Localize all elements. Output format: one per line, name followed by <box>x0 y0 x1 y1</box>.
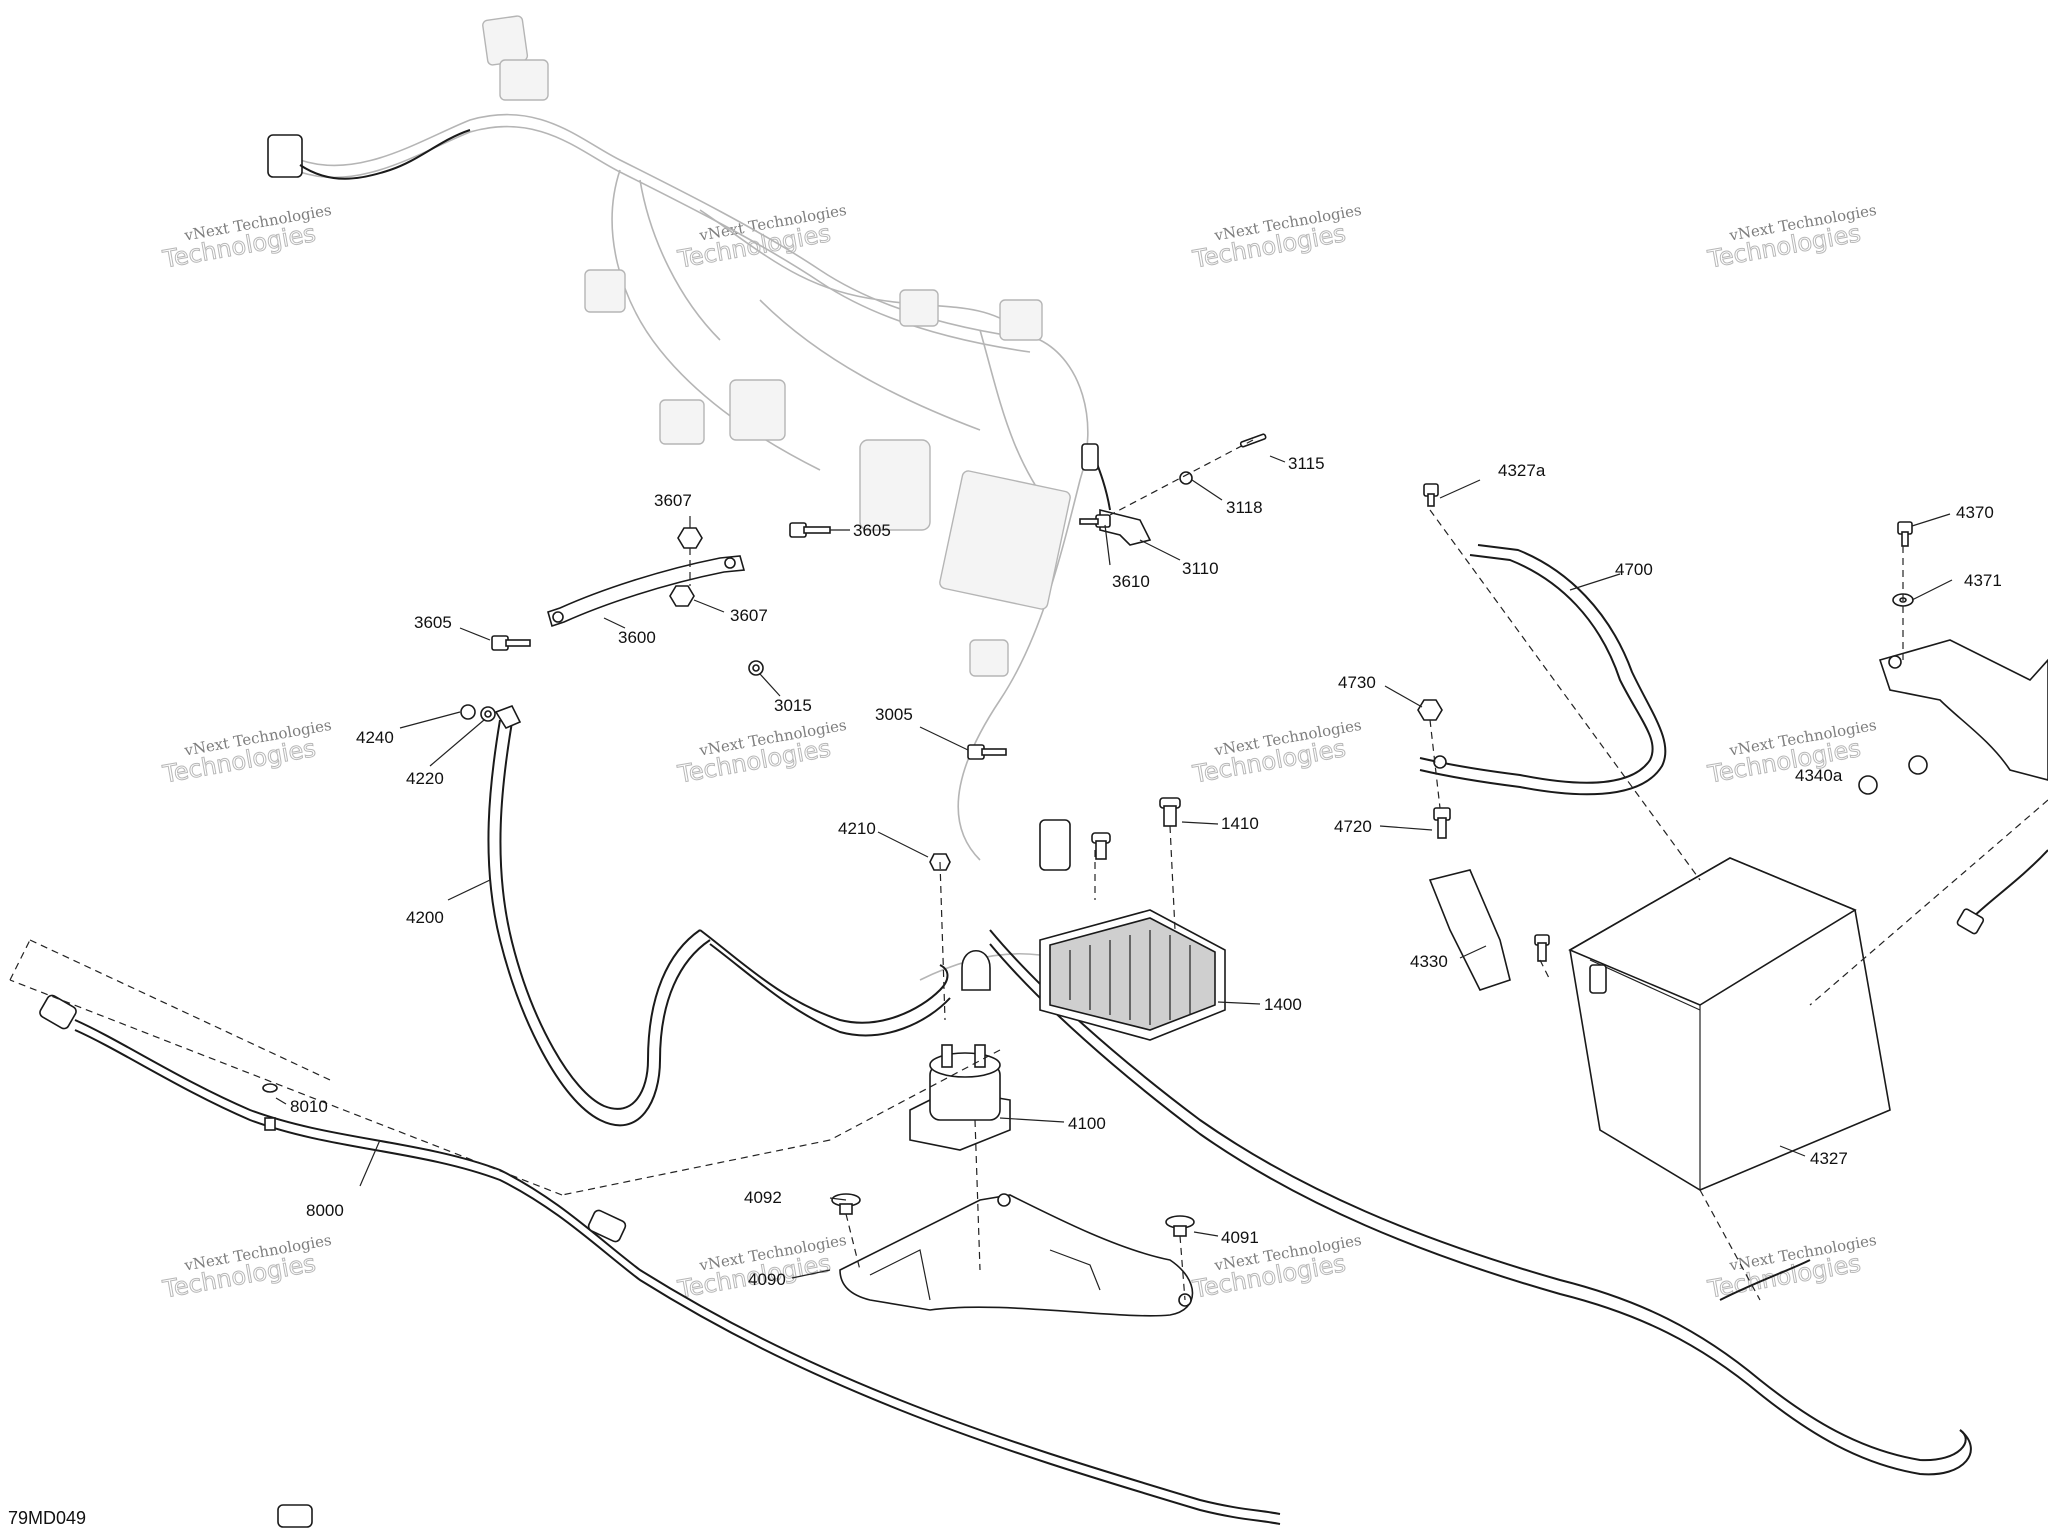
callout-labels: 3115 3118 4327a 4370 4371 3607 3605 3610… <box>290 454 2002 1289</box>
bolt-4720 <box>1433 807 1451 839</box>
bolt-3005 <box>967 744 1007 760</box>
push-rivet-4092 <box>831 1193 861 1215</box>
callout-4340a: 4340a <box>1795 766 1843 785</box>
callout-3600: 3600 <box>618 628 656 647</box>
washer-3118 <box>1179 471 1193 485</box>
nut-3607-top <box>677 527 703 549</box>
callout-3607: 3607 <box>654 491 692 510</box>
callout-4730: 4730 <box>1338 673 1376 692</box>
sensor-3110 <box>1081 443 1152 546</box>
watermark: Technologies vNext Technologies <box>160 201 333 274</box>
voltage-regulator-1400 <box>1039 819 1226 1041</box>
ground-strap-3600 <box>547 555 746 628</box>
callout-4370: 4370 <box>1956 503 1994 522</box>
watermark: Technologies vNext Technologies <box>160 1231 333 1304</box>
callout-3605: 3605 <box>853 521 891 540</box>
callout-1410: 1410 <box>1221 814 1259 833</box>
callout-4700: 4700 <box>1615 560 1653 579</box>
connector-top-left <box>267 134 303 178</box>
bolt-3605-right <box>789 522 831 538</box>
terminal-bolt <box>1534 934 1550 962</box>
bolt-3605-left <box>491 635 531 651</box>
washer-4220 <box>480 706 496 722</box>
clip-8010 <box>262 1083 278 1131</box>
callout-1400: 1400 <box>1264 995 1302 1014</box>
callout-4090: 4090 <box>748 1270 786 1289</box>
boot-cap <box>961 950 991 991</box>
right-bracket <box>1878 639 2048 781</box>
nut-3607-bottom <box>669 585 695 607</box>
harness-8000 <box>39 994 1281 1528</box>
watermark: Technologies vNext Technologies <box>675 1231 848 1304</box>
callout-3605-left: 3605 <box>414 613 452 632</box>
nut-4240 <box>460 704 476 720</box>
nut-3015 <box>748 660 764 676</box>
callout-4240: 4240 <box>356 728 394 747</box>
watermark: Technologies vNext Technologies <box>675 716 848 789</box>
nut-4730 <box>1417 699 1443 721</box>
screw-1410 <box>1159 797 1181 827</box>
watermark: Technologies vNext Technologies <box>1190 1231 1363 1304</box>
callout-4220: 4220 <box>406 769 444 788</box>
ghost-wiring-harness <box>299 15 1089 981</box>
push-rivet-4091 <box>1165 1215 1195 1237</box>
bolt-3610 <box>1079 514 1111 528</box>
solenoid-4100 <box>909 1044 1011 1151</box>
callout-4091: 4091 <box>1221 1228 1259 1247</box>
terminal-cover-4330 <box>1428 869 1511 991</box>
leader-lines <box>275 455 1953 1279</box>
callout-8010: 8010 <box>290 1097 328 1116</box>
callout-3015: 3015 <box>774 696 812 715</box>
callout-4210: 4210 <box>838 819 876 838</box>
callout-4092: 4092 <box>744 1188 782 1207</box>
watermark: Technologies vNext Technologies <box>1190 716 1363 789</box>
callout-4100: 4100 <box>1068 1114 1106 1133</box>
figure-id: 79MD049 <box>8 1508 87 1528</box>
screw-1410-left <box>1091 832 1111 860</box>
callout-3607-bottom: 3607 <box>730 606 768 625</box>
callout-4330: 4330 <box>1410 952 1448 971</box>
bracket-4090 <box>839 1193 1194 1317</box>
cable-4200 <box>487 704 951 1127</box>
solid-harness <box>267 129 2048 1476</box>
callout-4327a: 4327a <box>1498 461 1546 480</box>
callout-3005: 3005 <box>875 705 913 724</box>
callout-3110: 3110 <box>1182 559 1219 578</box>
watermark: Technologies vNext Technologies <box>1190 201 1363 274</box>
bolt-4327a <box>1423 483 1439 507</box>
callout-4720: 4720 <box>1334 817 1372 836</box>
callout-4371: 4371 <box>1964 571 2002 590</box>
watermark: Technologies vNext Technologies <box>1705 201 1878 274</box>
callout-4327: 4327 <box>1810 1149 1848 1168</box>
nut-4340a <box>1858 755 1928 795</box>
callout-4200: 4200 <box>406 908 444 927</box>
callout-3118: 3118 <box>1226 498 1263 517</box>
assembly-lines <box>9 439 2048 1301</box>
watermark: Technologies vNext Technologies <box>1705 716 1878 789</box>
bolt-4370 <box>1897 521 1913 547</box>
callout-3115: 3115 <box>1288 454 1325 473</box>
watermark: Technologies vNext Technologies <box>160 716 333 789</box>
cable-4700 <box>1419 544 1667 796</box>
battery-4327 <box>1568 857 1891 1191</box>
callout-3610: 3610 <box>1112 572 1150 591</box>
callout-8000: 8000 <box>306 1201 344 1220</box>
